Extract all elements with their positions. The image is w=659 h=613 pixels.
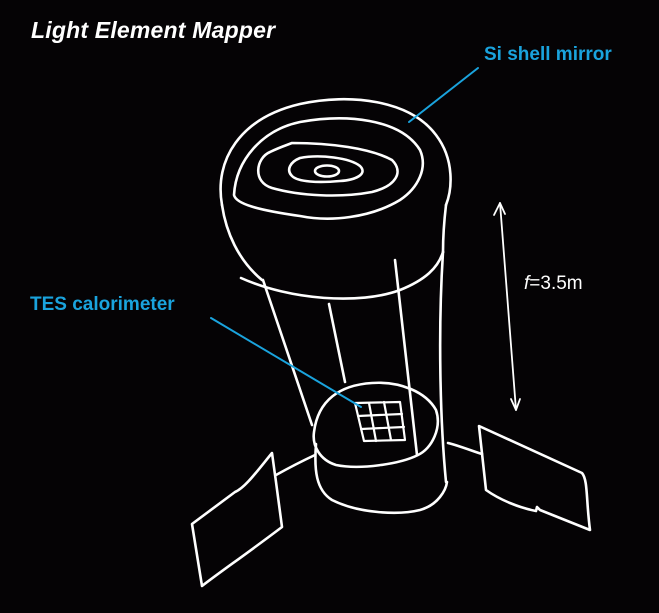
mirror-housing-bottom (239, 250, 445, 300)
mirror-center-ring (313, 164, 341, 178)
tube-strut-1 (261, 278, 314, 427)
mirror-outer-rim (219, 97, 452, 207)
solar-panel-left (190, 451, 284, 588)
mirror-shell-ring-2 (256, 141, 399, 197)
tes-leader-line (210, 317, 362, 408)
solar-panel-left-arm (274, 453, 317, 477)
tes-calorimeter-grid (353, 400, 407, 443)
detector-housing-body (314, 442, 449, 514)
focal-symbol: f (524, 273, 530, 294)
mirror-shell-ring-1 (232, 117, 425, 220)
detector-housing-top (312, 381, 439, 469)
tube-strut-3 (393, 258, 419, 457)
focal-length-arrow (493, 202, 521, 411)
mirror-leader-line (408, 67, 479, 123)
tube-strut-2 (327, 302, 347, 384)
mirror-housing-left (220, 203, 264, 282)
solar-panel-right-arm (446, 441, 484, 456)
focal-length-label: f=3.5m (524, 273, 583, 295)
focal-value: 3.5m (540, 273, 583, 294)
tes-calorimeter-label: TES calorimeter (30, 294, 175, 315)
mirror-housing-right (441, 203, 448, 254)
diagram-title: Light Element Mapper (31, 17, 276, 43)
solar-panel-right (477, 424, 592, 532)
mirror-shell-ring-3 (287, 155, 364, 184)
tube-strut-4 (438, 250, 448, 484)
focal-equals: = (529, 273, 541, 294)
mirror-label: Si shell mirror (484, 44, 612, 65)
